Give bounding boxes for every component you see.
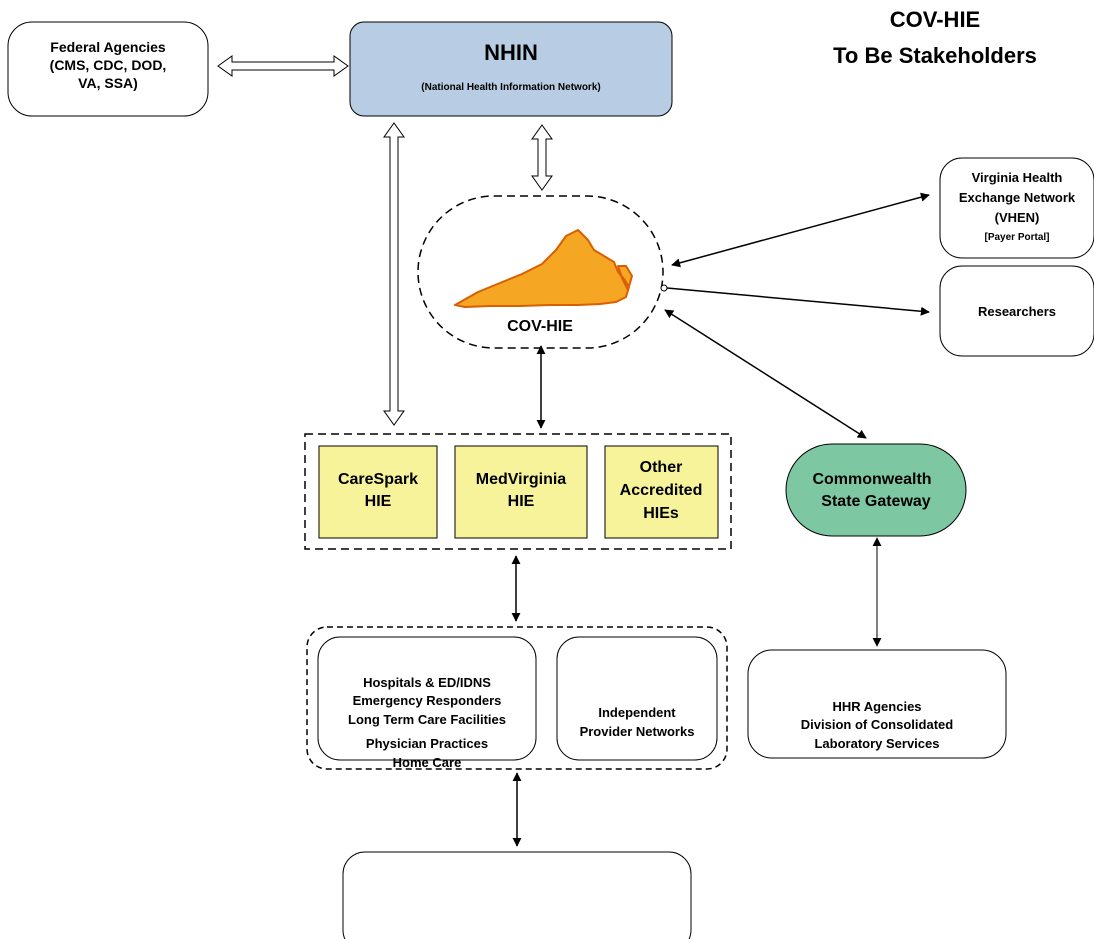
- independent-line-1: Independent: [598, 705, 676, 720]
- vhen-line-3: (VHEN): [995, 210, 1040, 225]
- vhen-line-2: Exchange Network: [959, 190, 1076, 205]
- federal-agencies-box: Federal Agencies (CMS, CDC, DOD, VA, SSA…: [7, 21, 209, 117]
- hie-medvirginia-line-2: HIE: [508, 493, 535, 510]
- covhie-researchers-arrow: [666, 287, 930, 316]
- covhie-gateway-arrow: [664, 309, 867, 439]
- hie-other-line-3: HIEs: [643, 505, 679, 522]
- provider-line-3: Long Term Care Facilities: [348, 712, 506, 727]
- virginia-map-icon: [454, 229, 633, 308]
- gateway-node: Commonwealth State Gateway: [785, 443, 967, 537]
- nhin-name: NHIN: [484, 40, 538, 65]
- gateway-line-2: State Gateway: [821, 493, 930, 510]
- provider-line-1: Hospitals & ED/IDNS: [363, 675, 491, 690]
- federal-agencies-line-1: Federal Agencies: [50, 39, 166, 55]
- federal-agencies-line-3: VA, SSA): [78, 75, 138, 91]
- providers-box: [317, 636, 537, 761]
- hhr-box: HHR Agencies Division of Consolidated La…: [747, 649, 1007, 759]
- provider-line-5: Home Care: [393, 755, 462, 770]
- hie-medvirginia-line-1: MedVirginia: [476, 471, 566, 488]
- independent-line-2: Provider Networks: [580, 724, 695, 739]
- researchers-box: Researchers: [939, 265, 1094, 357]
- provider-line-4: Physician Practices: [366, 736, 488, 751]
- hie-medvirginia: MedVirginia HIE: [454, 445, 588, 539]
- providers-group: Hospitals & ED/IDNS Emergency Responders…: [306, 626, 728, 770]
- nhin-hie-hollow-arrow: [383, 122, 405, 426]
- hhr-line-1: HHR Agencies: [832, 699, 921, 714]
- cov-hie-label: COV-HIE: [507, 318, 573, 335]
- hie-other-line-1: Other: [640, 459, 683, 476]
- hhr-line-3: Laboratory Services: [814, 736, 939, 751]
- nhin-box: NHIN (National Health Information Networ…: [349, 21, 673, 117]
- nhin-full-name: (National Health Information Network): [421, 82, 600, 93]
- hie-other-line-2: Accredited: [620, 482, 703, 499]
- hie-carespark-line-1: CareSpark: [338, 471, 418, 488]
- connector-dot: [660, 284, 668, 292]
- title-line-1: COV-HIE: [890, 7, 980, 32]
- federal-nhin-hollow-arrow: [217, 55, 349, 77]
- vhen-box: Virginia Health Exchange Network (VHEN) …: [939, 157, 1094, 259]
- vhen-line-4: [Payer Portal]: [984, 232, 1049, 243]
- independent-box: [556, 636, 718, 761]
- hie-carespark-line-2: HIE: [365, 493, 392, 510]
- hie-carespark: CareSpark HIE: [318, 445, 438, 539]
- vhen-line-1: Virginia Health: [972, 170, 1063, 185]
- gateway-line-1: Commonwealth: [812, 471, 931, 488]
- federal-agencies-line-2: (CMS, CDC, DOD,: [50, 57, 167, 73]
- researchers-label: Researchers: [978, 304, 1056, 319]
- hie-other-accredited: Other Accredited HIEs: [604, 445, 719, 539]
- hie-group: CareSpark HIE MedVirginia HIE Other Accr…: [304, 433, 732, 550]
- title-line-2: To Be Stakeholders: [833, 43, 1037, 68]
- provider-line-2: Emergency Responders: [353, 693, 502, 708]
- cov-hie-node: COV-HIE: [417, 195, 664, 349]
- hhr-line-2: Division of Consolidated: [801, 717, 953, 732]
- nhin-covhie-hollow-arrow: [531, 124, 553, 191]
- covhie-vhen-arrow: [671, 192, 930, 268]
- consumers-box: [342, 851, 692, 939]
